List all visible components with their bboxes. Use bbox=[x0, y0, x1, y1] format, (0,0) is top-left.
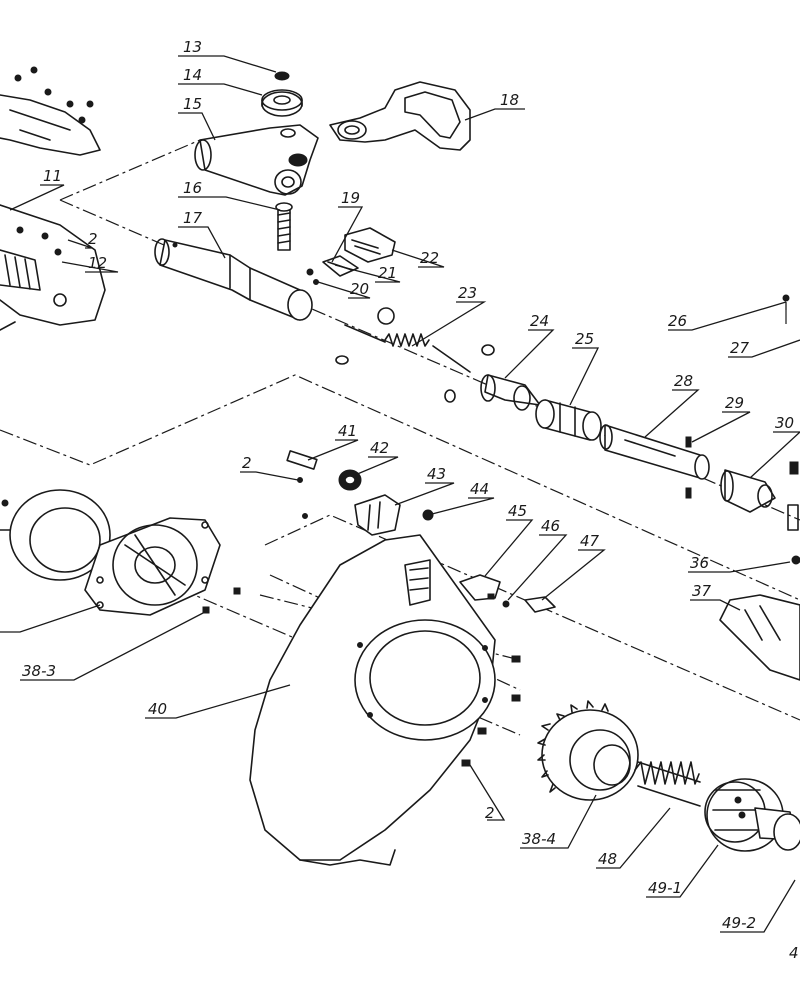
part-15-clamp-arm bbox=[194, 124, 319, 196]
callout-42: 42 bbox=[370, 439, 389, 457]
part-18-lever-handle bbox=[288, 81, 471, 167]
callout-29: 29 bbox=[725, 394, 744, 412]
callout-24: 24 bbox=[530, 312, 549, 330]
gear-housing-fragment bbox=[0, 204, 106, 331]
callout-38-4: 38-4 bbox=[522, 830, 556, 848]
callout-15: 15 bbox=[183, 95, 202, 113]
callout-36: 36 bbox=[690, 554, 709, 572]
callout-labels: 13 14 15 16 17 18 19 20 21 22 23 24 25 2… bbox=[22, 38, 799, 962]
part-22-latch bbox=[344, 227, 396, 263]
part-47-plate bbox=[524, 596, 556, 613]
callout-38-3: 38-3 bbox=[22, 662, 56, 680]
callout-21: 21 bbox=[378, 264, 397, 282]
callout-18: 18 bbox=[500, 91, 519, 109]
part-23-spring bbox=[335, 307, 495, 403]
callout-2-upper: 2 bbox=[88, 230, 98, 248]
part-17-shaft bbox=[154, 238, 313, 321]
part-42-nut bbox=[338, 469, 362, 491]
callout-27: 27 bbox=[730, 339, 750, 357]
part-25-bearing bbox=[535, 399, 602, 441]
callout-12: 12 bbox=[88, 254, 107, 272]
callout-46: 46 bbox=[541, 517, 560, 535]
callout-17: 17 bbox=[183, 209, 203, 227]
callout-13: 13 bbox=[183, 38, 202, 56]
callout-20: 20 bbox=[350, 280, 369, 298]
callout-14: 14 bbox=[183, 66, 202, 84]
leader-lines bbox=[0, 55, 800, 933]
callout-22: 22 bbox=[420, 249, 439, 267]
callout-49-2: 49-2 bbox=[722, 914, 756, 932]
part-16-bolt bbox=[275, 202, 293, 251]
part-43-bracket bbox=[297, 477, 401, 536]
part-48-spring bbox=[634, 761, 701, 807]
callout-2-middle: 2 bbox=[242, 454, 252, 472]
part-41-pin bbox=[286, 450, 318, 470]
part-30-coupling bbox=[720, 461, 799, 531]
callout-26: 26 bbox=[668, 312, 687, 330]
part-38-4-gear bbox=[537, 700, 639, 801]
callout-11: 11 bbox=[43, 167, 62, 185]
callout-47: 47 bbox=[580, 532, 600, 550]
part-29-screw bbox=[685, 436, 692, 499]
callout-2-lower: 2 bbox=[485, 804, 495, 822]
callout-37: 37 bbox=[692, 582, 712, 600]
part-26-27-pin bbox=[782, 294, 790, 328]
part-14-bearing bbox=[261, 89, 303, 117]
callout-28: 28 bbox=[674, 372, 693, 390]
callout-44: 44 bbox=[470, 480, 489, 498]
callout-4: 4 bbox=[789, 944, 799, 962]
part-28-shaft bbox=[599, 424, 710, 480]
callout-48: 48 bbox=[598, 850, 617, 868]
part-49-1-pulley bbox=[704, 778, 800, 852]
callout-16: 16 bbox=[183, 179, 202, 197]
part-13-nut bbox=[274, 71, 290, 81]
callout-19: 19 bbox=[341, 189, 360, 207]
part-45-clip bbox=[459, 574, 510, 608]
part-40-cover bbox=[249, 534, 521, 866]
part-37-housing bbox=[719, 555, 800, 681]
callout-23: 23 bbox=[458, 284, 477, 302]
callout-41: 41 bbox=[338, 422, 357, 440]
callout-43: 43 bbox=[427, 465, 446, 483]
upper-housing-fragment bbox=[0, 66, 101, 156]
part-ring bbox=[0, 489, 111, 581]
callout-40: 40 bbox=[148, 700, 167, 718]
callout-30: 30 bbox=[775, 414, 794, 432]
part-38-3-flange bbox=[84, 517, 241, 616]
callout-45: 45 bbox=[508, 502, 527, 520]
callout-25: 25 bbox=[575, 330, 594, 348]
part-24-collar bbox=[480, 374, 541, 411]
part-44-nut bbox=[422, 509, 434, 521]
callout-49-1: 49-1 bbox=[648, 879, 682, 897]
